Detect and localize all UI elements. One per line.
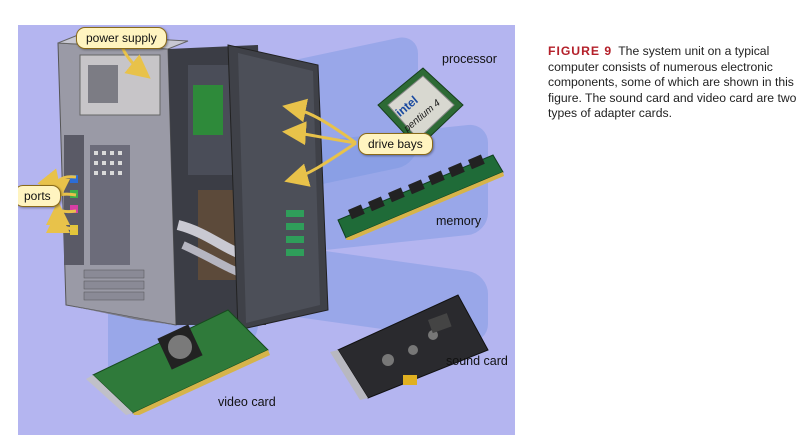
figure-panel: intel pentium 4 — [18, 25, 515, 435]
drive-bays-label: drive bays — [358, 133, 433, 155]
caption-text: The system unit on a typical computer co… — [548, 44, 797, 121]
sound-card-label: sound card — [446, 354, 508, 368]
video-card-label: video card — [218, 395, 276, 409]
system-unit-illustration — [57, 34, 329, 335]
figure-number: FIGURE 9 — [548, 44, 613, 58]
power-supply-label: power supply — [76, 27, 167, 49]
memory-module — [337, 154, 504, 240]
memory-label: memory — [436, 214, 482, 228]
video-card — [86, 309, 270, 415]
ports-label: ports — [18, 185, 61, 207]
processor-label: processor — [442, 52, 497, 66]
sound-card — [330, 294, 489, 400]
callout-arrows — [37, 46, 357, 234]
processor-chip: intel pentium 4 — [377, 67, 464, 149]
